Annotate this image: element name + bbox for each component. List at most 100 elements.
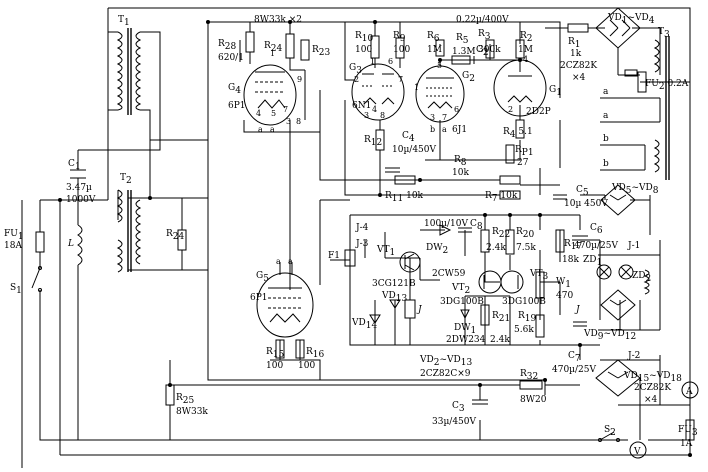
dw2-label: DW2	[426, 243, 448, 256]
g2-label: G2	[462, 71, 475, 84]
vd1-4-label: VD1~VD4	[607, 13, 655, 26]
resistor-r15	[275, 339, 285, 359]
vd15-18-label: VD15~VD18	[623, 371, 682, 384]
r4-label: R4 5.1	[503, 127, 533, 140]
resistor-r22	[480, 229, 490, 253]
r17-value: 18k	[562, 255, 579, 265]
g4-pin4: 4	[256, 109, 261, 118]
vt2-type: 3DG100B	[440, 297, 484, 307]
c1-label: C1	[68, 159, 81, 172]
r22-label: R22	[492, 227, 510, 240]
r25-value: 8W33k	[176, 407, 208, 417]
r8-value: 10k	[452, 168, 469, 178]
meters: A V	[629, 381, 699, 459]
resistor-r6	[435, 39, 445, 57]
r12-label: R12	[364, 135, 382, 148]
fu3-value: 1A	[680, 439, 693, 449]
bridge-vd9-12	[600, 289, 636, 321]
resistor-r9	[395, 37, 405, 59]
tube-pair-label: 8W33k ×2	[254, 15, 302, 25]
g2-pin1: 1	[414, 83, 419, 92]
term-b-upper: b	[603, 134, 609, 144]
g4-pin8: 8	[296, 117, 301, 126]
semiconductors	[369, 224, 524, 324]
g4-term-a1: a	[258, 125, 263, 134]
vd15-18-count: ×4	[644, 395, 658, 405]
g1-type: 2D2P	[526, 107, 551, 117]
fuse-fu2	[637, 71, 647, 93]
resistor-r23	[300, 39, 310, 61]
t1-label: T1	[118, 15, 130, 28]
potentiometer-w1	[535, 271, 545, 299]
c3-label: C3	[452, 401, 465, 414]
r5-value: 1.3M	[452, 47, 476, 57]
r15-value: 100	[266, 361, 283, 371]
g2-pin3: 3	[430, 113, 435, 122]
r15-label: R15	[266, 347, 285, 360]
g2-term-a: a	[442, 125, 447, 134]
resistor-r8	[499, 175, 521, 185]
r28-value: 620/1	[218, 53, 244, 63]
g5-label: G5	[256, 271, 269, 284]
r8-label: R8	[454, 155, 467, 168]
c5-value: 10µ 450V	[564, 199, 608, 209]
ammeter-label: A	[685, 387, 693, 397]
tube-g1: G1 2D2P 4 2	[493, 55, 562, 117]
resistors	[165, 23, 589, 406]
fu1-value: 18A	[4, 241, 22, 251]
resistor-r10	[370, 35, 380, 59]
c5-label: C5	[576, 185, 589, 198]
vt1-type: 3CG121B	[372, 279, 416, 289]
j2-label: J-2	[627, 351, 640, 361]
c1-voltage: 1000V	[66, 195, 96, 205]
g1-label: G1	[549, 85, 562, 98]
g3-pin8: 8	[380, 111, 385, 120]
switch-s1	[31, 267, 41, 289]
g3-label: G3	[349, 63, 362, 76]
fu2-label: FU2 0.2A	[645, 79, 689, 92]
resistor-rp1	[505, 144, 515, 164]
dw1-type: 2DW234	[446, 335, 486, 345]
resistor-r21	[480, 304, 490, 326]
fu1-label: FU1	[4, 229, 24, 242]
term-b-lower: b	[603, 159, 609, 169]
vd13-label: VD13	[381, 291, 407, 304]
g2-pin7: 7	[442, 113, 447, 122]
r17-label: R17	[564, 239, 583, 252]
fu3-label: FU3	[678, 425, 698, 438]
transformer-t3: T3	[653, 27, 670, 180]
r2-label: R2	[520, 31, 533, 44]
c8-label: C8	[470, 219, 483, 232]
transistor-vt3	[500, 270, 524, 294]
r23-label: R23	[312, 45, 331, 58]
c6-label: C6	[590, 223, 603, 236]
r5-label: R5	[456, 33, 469, 46]
g4-pin1: 1	[270, 49, 275, 58]
vt3-type: 3DG100B	[502, 297, 546, 307]
r2-value: 1M	[518, 45, 533, 55]
g3-pin3: 3	[364, 111, 369, 120]
r7-label: R7 10k	[485, 191, 518, 204]
r21-label: R21	[492, 311, 510, 324]
g2-pin6: 6	[454, 105, 459, 114]
g4-pin5: 5	[271, 109, 276, 118]
t3-label: T3	[658, 27, 670, 40]
voltmeter	[629, 441, 647, 459]
g5-type: 6P1	[250, 293, 268, 303]
tube-g2: G2 6J1 5 1 3 7 6 b a	[414, 61, 475, 135]
vd2-13-label: VD2~VD13	[419, 355, 472, 368]
bridge-vd15-18	[595, 359, 641, 397]
g1-pin4: 4	[523, 55, 528, 64]
r16-value: 100	[298, 361, 315, 371]
vt1-label: VT1	[376, 245, 395, 258]
g4-pin7: 7	[283, 105, 288, 114]
component-labels: 8W33k ×2 R28 620/1 R24 R23 R10 100 R9 10…	[4, 13, 698, 449]
r10-value: 100	[355, 45, 372, 55]
resistor-r20	[505, 229, 515, 255]
bridge-vd1-4	[595, 7, 641, 77]
lamp-zd1	[596, 264, 612, 280]
g4-term-a2: a	[270, 125, 275, 134]
g2-pin5: 5	[437, 61, 442, 70]
c1-value: 3.47µ	[66, 183, 92, 193]
